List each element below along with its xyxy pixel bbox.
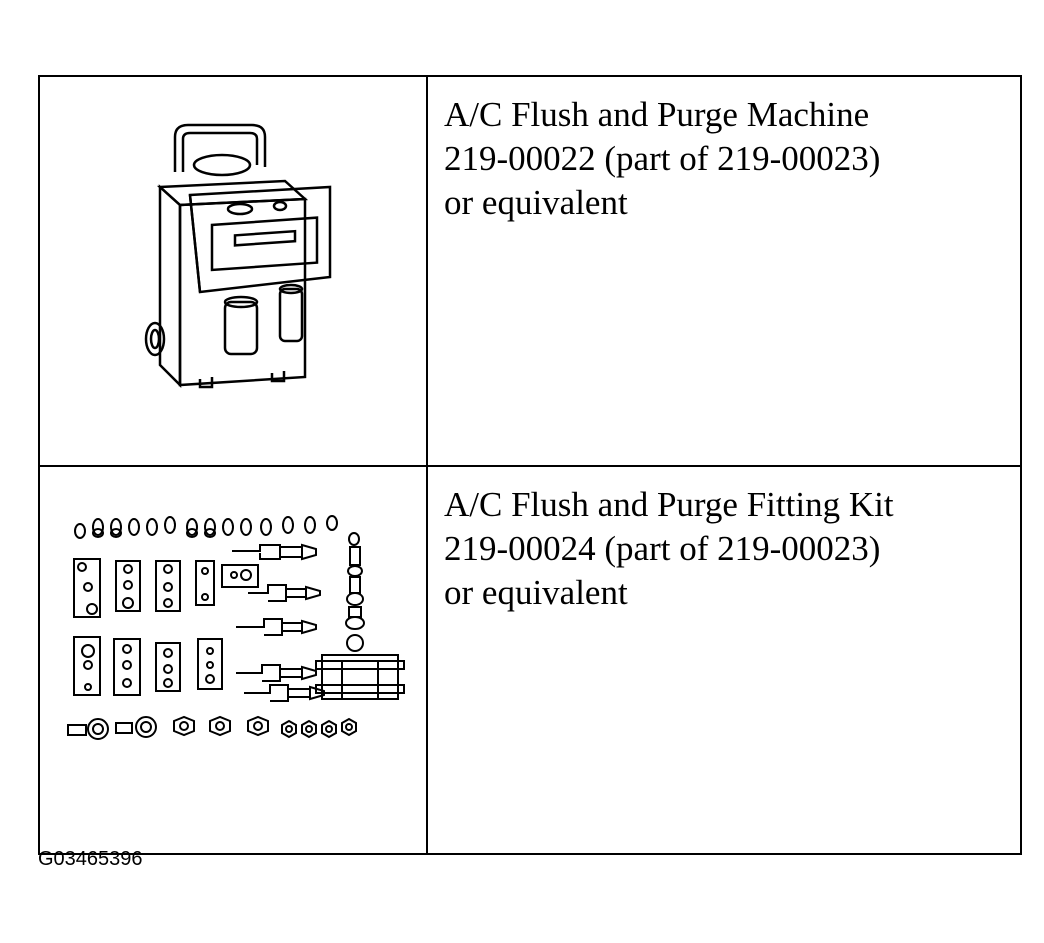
table-row: A/C Flush and Purge Fitting Kit 219-0002… xyxy=(38,465,1022,855)
fitting-kit-icon xyxy=(67,515,405,740)
table-row: A/C Flush and Purge Machine 219-00022 (p… xyxy=(38,75,1022,467)
flush-purge-machine-icon xyxy=(144,123,332,389)
image-cell xyxy=(38,75,428,467)
part-number: 219-00024 (part of 219-00023) xyxy=(444,529,881,568)
tool-name: A/C Flush and Purge Machine xyxy=(444,95,870,134)
description-cell: A/C Flush and Purge Machine 219-00022 (p… xyxy=(426,75,1022,467)
description-cell: A/C Flush and Purge Fitting Kit 219-0002… xyxy=(426,465,1022,855)
equivalent-note: or equivalent xyxy=(444,573,628,612)
figure-id: G03465396 xyxy=(38,848,143,870)
equivalent-note: or equivalent xyxy=(444,183,628,222)
image-cell xyxy=(38,465,428,855)
part-number: 219-00022 (part of 219-00023) xyxy=(444,139,881,178)
tool-name: A/C Flush and Purge Fitting Kit xyxy=(444,485,894,524)
tool-table: A/C Flush and Purge Machine 219-00022 (p… xyxy=(38,75,1022,855)
